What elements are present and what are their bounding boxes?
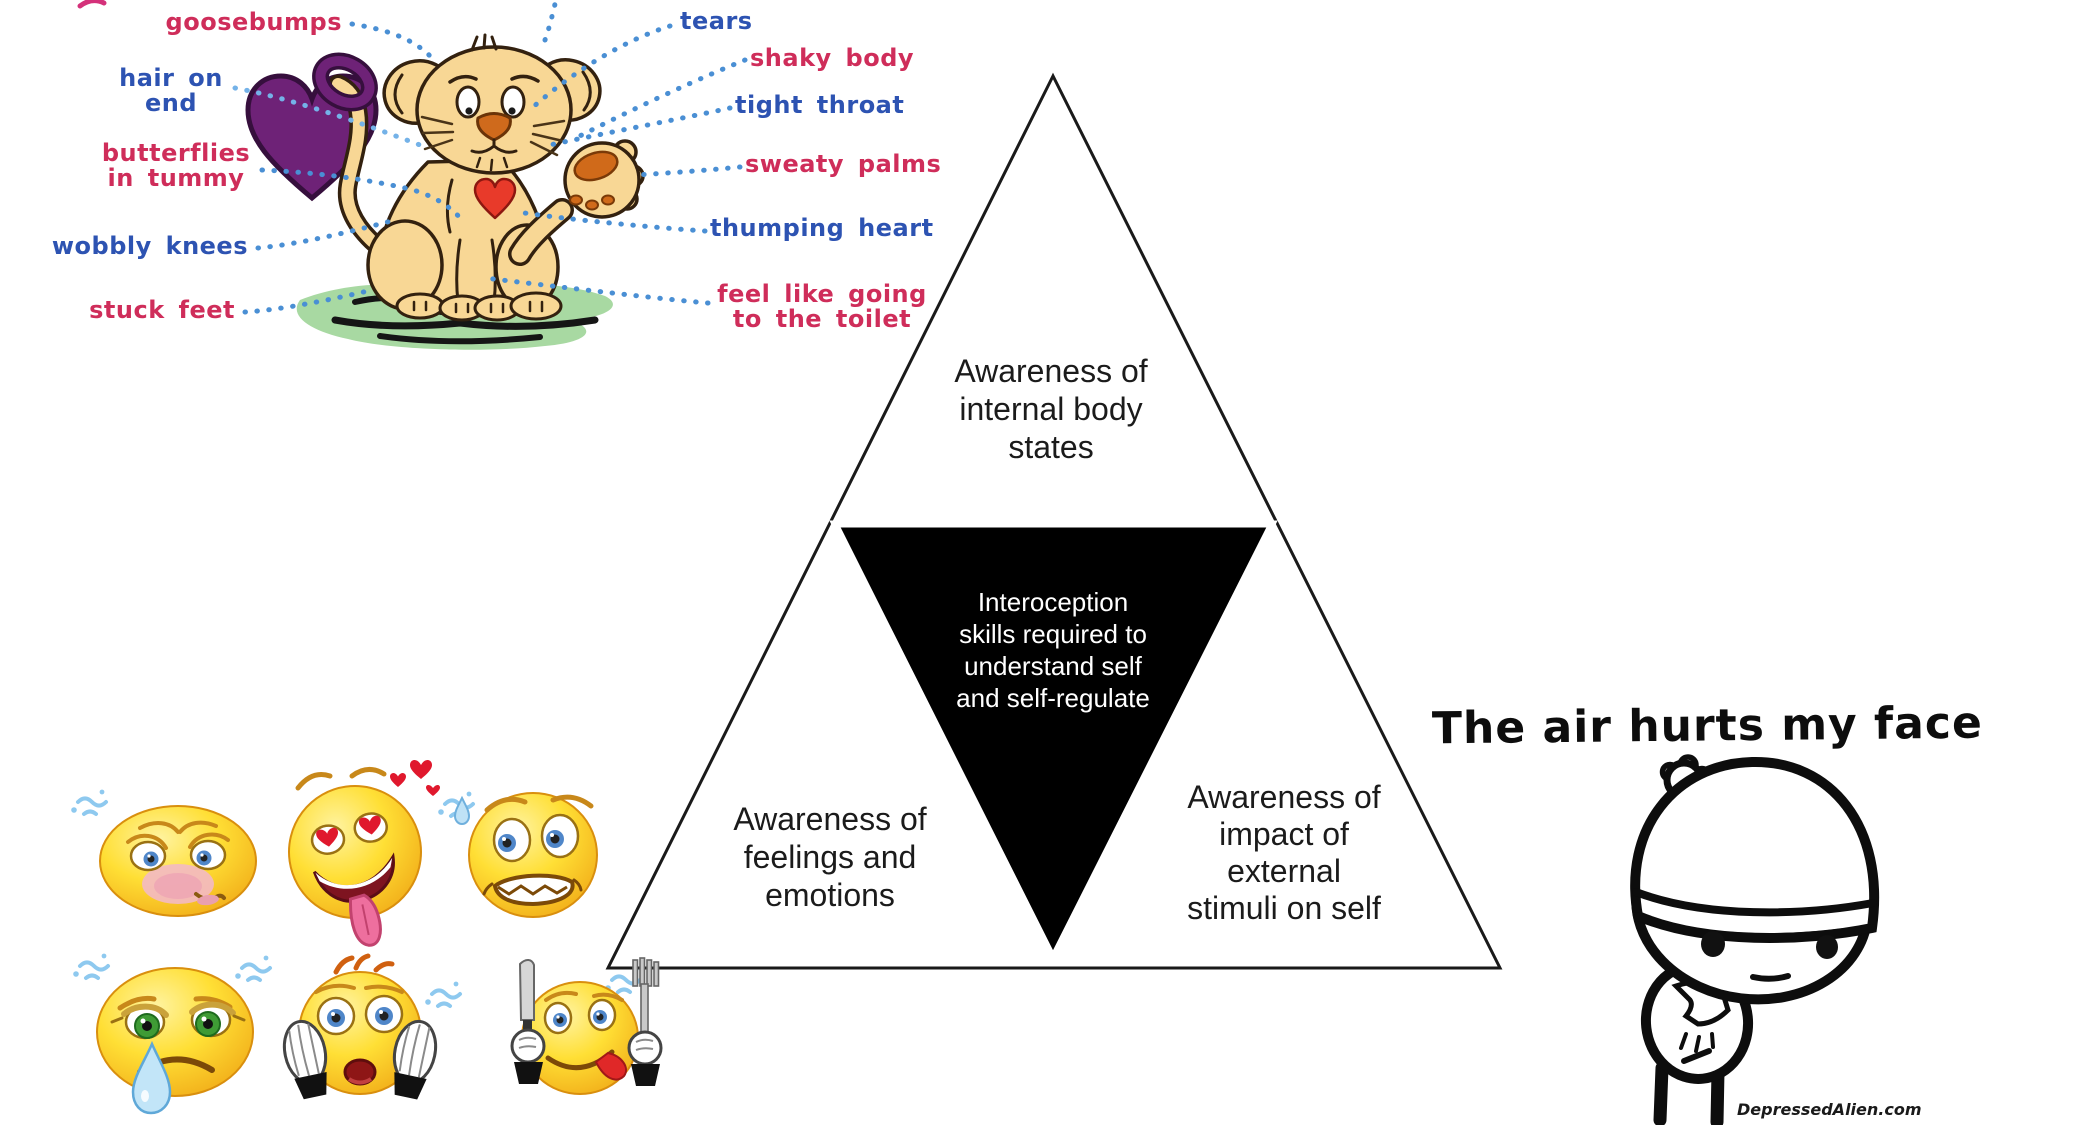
leader-wobbly-knees (255, 217, 398, 251)
pyramid-top-label: Awareness of internal body states (954, 353, 1148, 465)
worried-eyebrows (448, 74, 540, 84)
leader-tight-throat (542, 105, 733, 149)
leader-sweaty-palms (632, 164, 743, 178)
meme-caption: The air hurts my face (1431, 697, 1984, 755)
lion-eyes (455, 85, 526, 119)
pyramid-center-black-triangle (829, 520, 1278, 966)
dotted-leader-lines (232, 0, 748, 315)
love-struck-face-emoji (288, 760, 440, 947)
label-shaky-body: shaky body (750, 44, 915, 72)
label-sweaty-palms: sweaty palms (745, 150, 942, 178)
label-wobbly-knees: wobbly knees (51, 232, 248, 260)
alien-mouth (1750, 973, 1791, 982)
scared-lion-clipart (366, 33, 645, 322)
leader-stuck-feet (242, 287, 375, 315)
lion-nose (476, 112, 512, 142)
left-hand (282, 1019, 328, 1100)
hungry-face-with-cutlery-emoji (510, 957, 663, 1095)
label-tight-throat: tight throat (735, 91, 905, 119)
heart-eye (358, 815, 381, 835)
leader-butterflies (259, 167, 465, 223)
label-goosebumps: goosebumps (165, 8, 342, 36)
label-thumping-heart: thumping heart (710, 214, 934, 242)
knife (510, 959, 546, 1084)
label-stuck-feet: stuck feet (89, 296, 235, 324)
floating-hearts (390, 760, 440, 796)
chest-heart (473, 177, 517, 220)
interoception-pyramid-shape (605, 72, 1503, 970)
label-hair-on-end: hair on end (119, 64, 223, 117)
leader-shaky-body (569, 57, 748, 143)
pyramid-left-label: Awareness of feelings and emotions (733, 801, 927, 913)
worried-grimace-face-emoji (453, 792, 598, 918)
heart-eye (316, 827, 339, 847)
shocked-hands-on-cheeks-emoji (282, 953, 438, 1100)
right-hand (392, 1019, 438, 1100)
fork (627, 957, 663, 1086)
paw-pad (573, 150, 619, 182)
alien-eye (1816, 935, 1838, 959)
label-tears: tears (680, 7, 753, 35)
gritted-teeth (497, 884, 568, 896)
pyramid-right-label: Awareness of impact of external stimuli … (1187, 779, 1381, 926)
embarrassed-blushing-face-emoji (99, 805, 257, 917)
alien-beanie (1630, 754, 1880, 943)
licking-tongue (594, 1051, 627, 1081)
leader-thumping-heart (515, 209, 708, 234)
leader-hair-on-end (232, 85, 431, 151)
cropped-title-fragment (77, 0, 107, 9)
crying-face-emoji (96, 967, 254, 1115)
leader-cropped-stub (542, 0, 559, 43)
sweat-drop (453, 795, 471, 826)
depressed-alien-cartoon (1630, 754, 1880, 1125)
whiskers (420, 115, 566, 157)
alien-eye (1701, 931, 1725, 957)
label-butterflies: butterflies in tummy (101, 139, 251, 192)
purple-heart-with-tail (245, 52, 395, 262)
lion-frown (470, 138, 518, 154)
leader-goosebumps (349, 21, 435, 61)
pyramid-center-label: Interoception skills required to underst… (956, 587, 1150, 713)
meme-watermark: DepressedAlien.com (1737, 1100, 1922, 1119)
leader-tears (529, 23, 673, 111)
label-feel-like-toilet: feel like going to the toilet (717, 280, 927, 333)
